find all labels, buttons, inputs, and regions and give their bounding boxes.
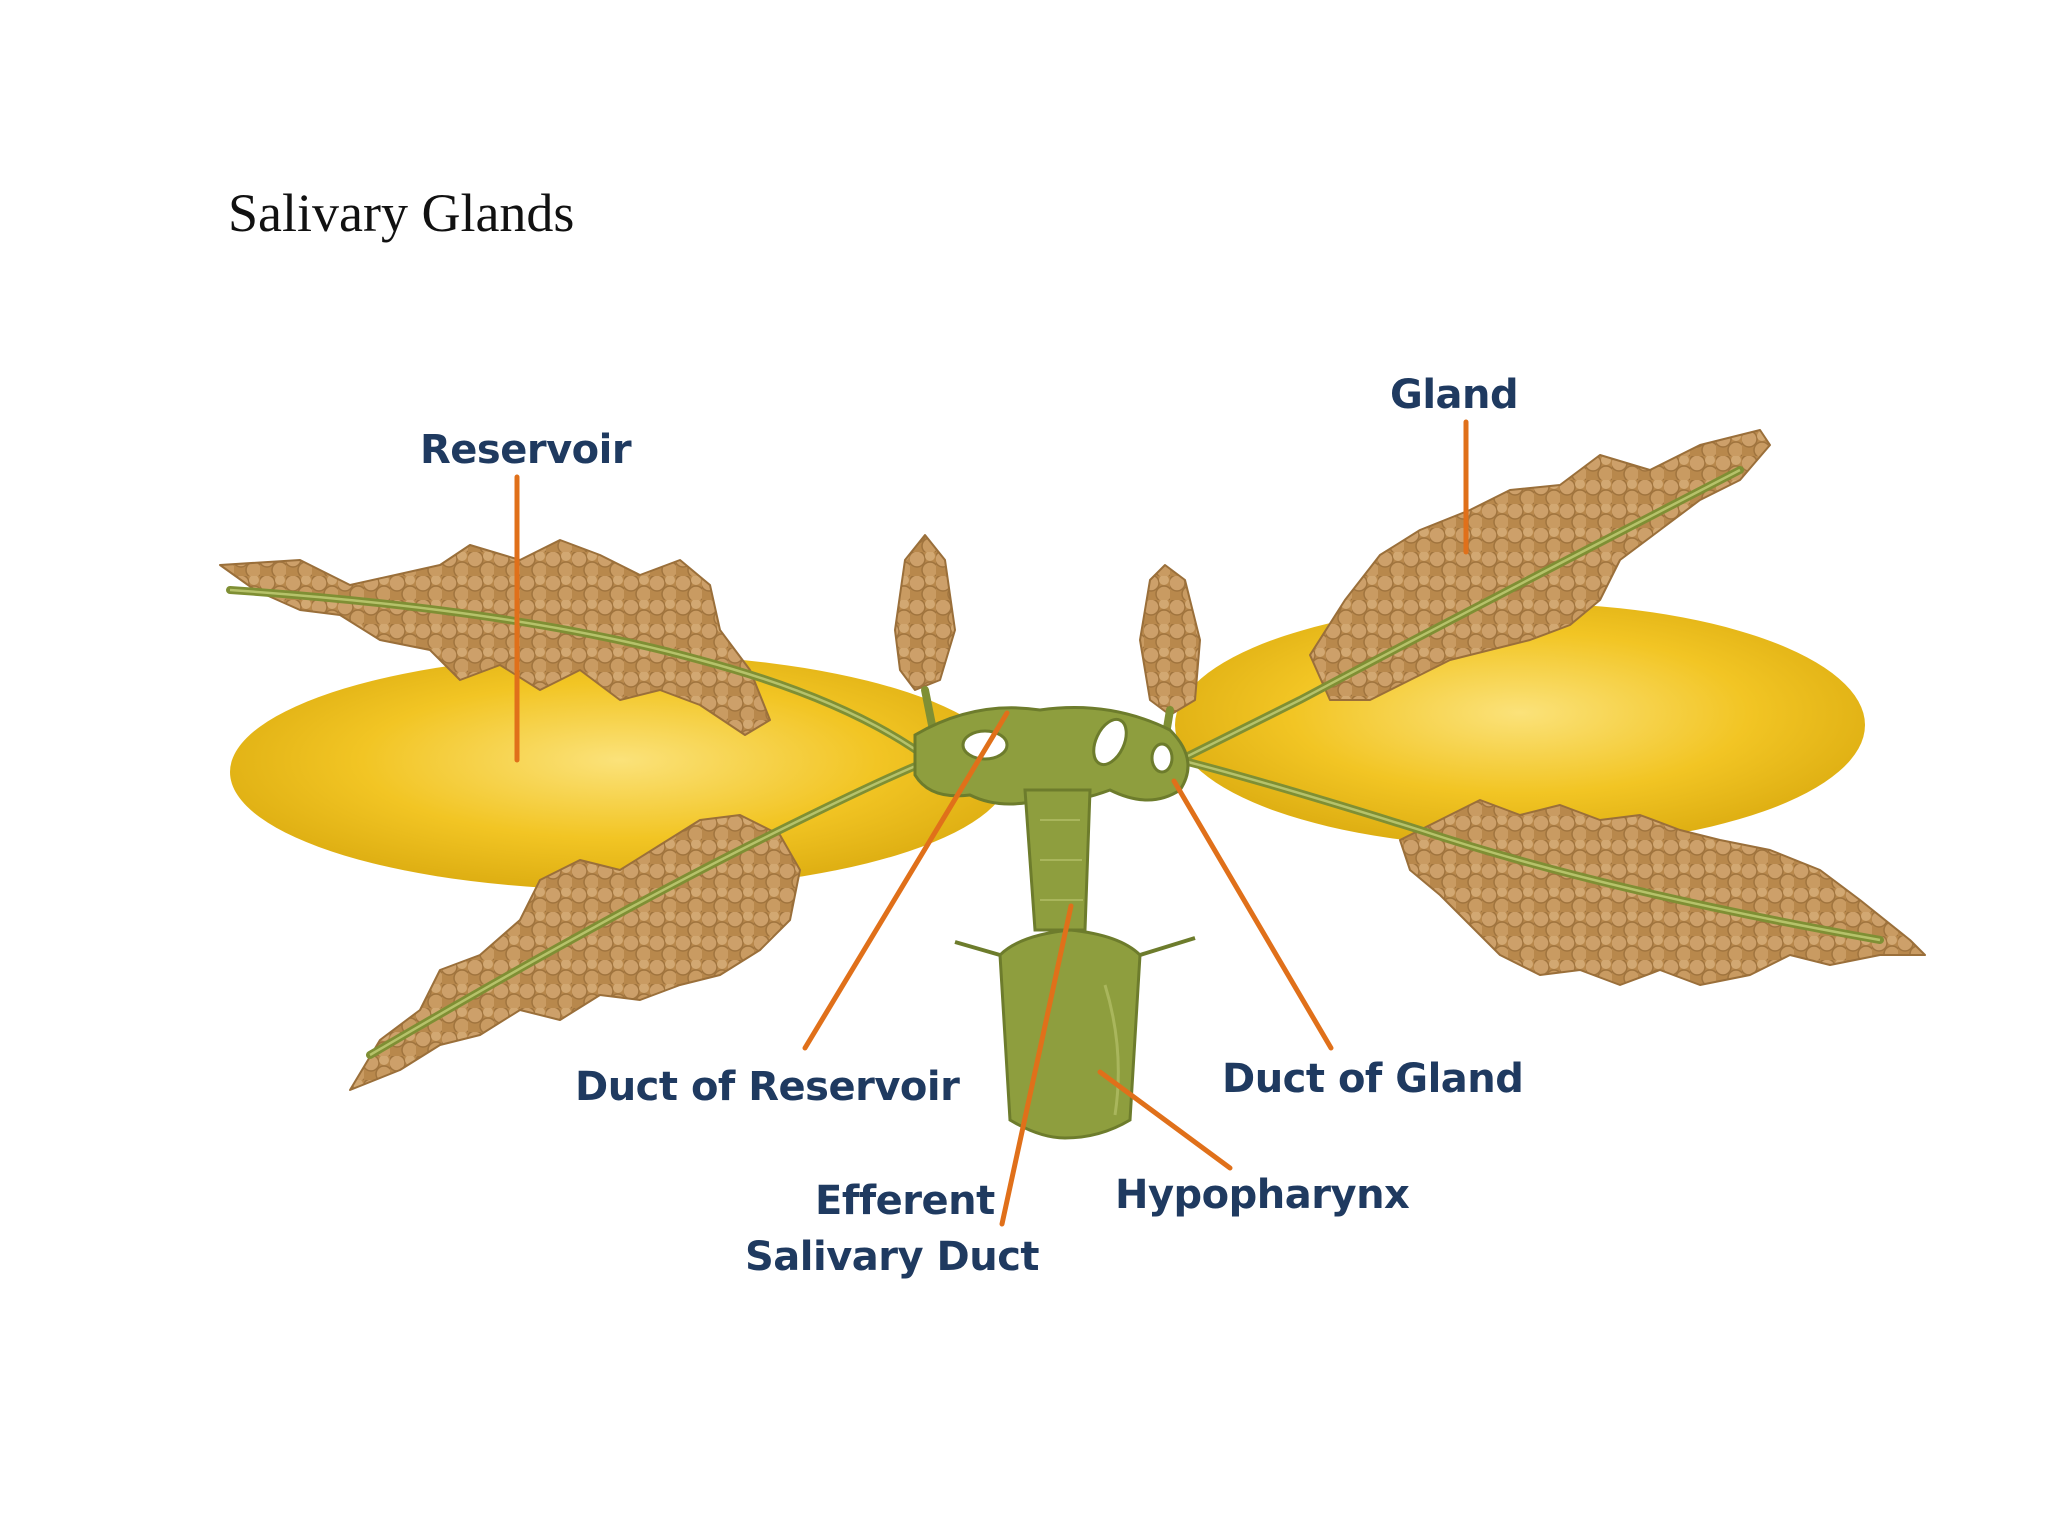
label-gland: Gland <box>1390 372 1518 418</box>
leader-duct-of-gland <box>1171 778 1334 1051</box>
left-reservoir <box>230 654 1010 890</box>
leader-hypopharynx <box>1097 1069 1233 1171</box>
duct-highlights <box>229 468 1881 1057</box>
label-hypopharynx: Hypopharynx <box>1115 1172 1410 1218</box>
label-duct-of-reservoir: Duct of Reservoir <box>575 1064 960 1110</box>
leader-lines <box>514 419 1469 1227</box>
label-reservoir: Reservoir <box>420 427 632 473</box>
leader-duct-of-reservoir <box>802 710 1010 1051</box>
duct-junction <box>913 706 1190 806</box>
label-efferent: Efferent <box>815 1178 995 1224</box>
leader-efferent <box>999 903 1074 1227</box>
label-salivary-duct: Salivary Duct <box>745 1234 1039 1280</box>
page-title: Salivary Glands <box>228 183 575 243</box>
efferent-duct-hypopharynx <box>954 788 1196 1140</box>
label-duct-of-gland: Duct of Gland <box>1222 1056 1523 1102</box>
